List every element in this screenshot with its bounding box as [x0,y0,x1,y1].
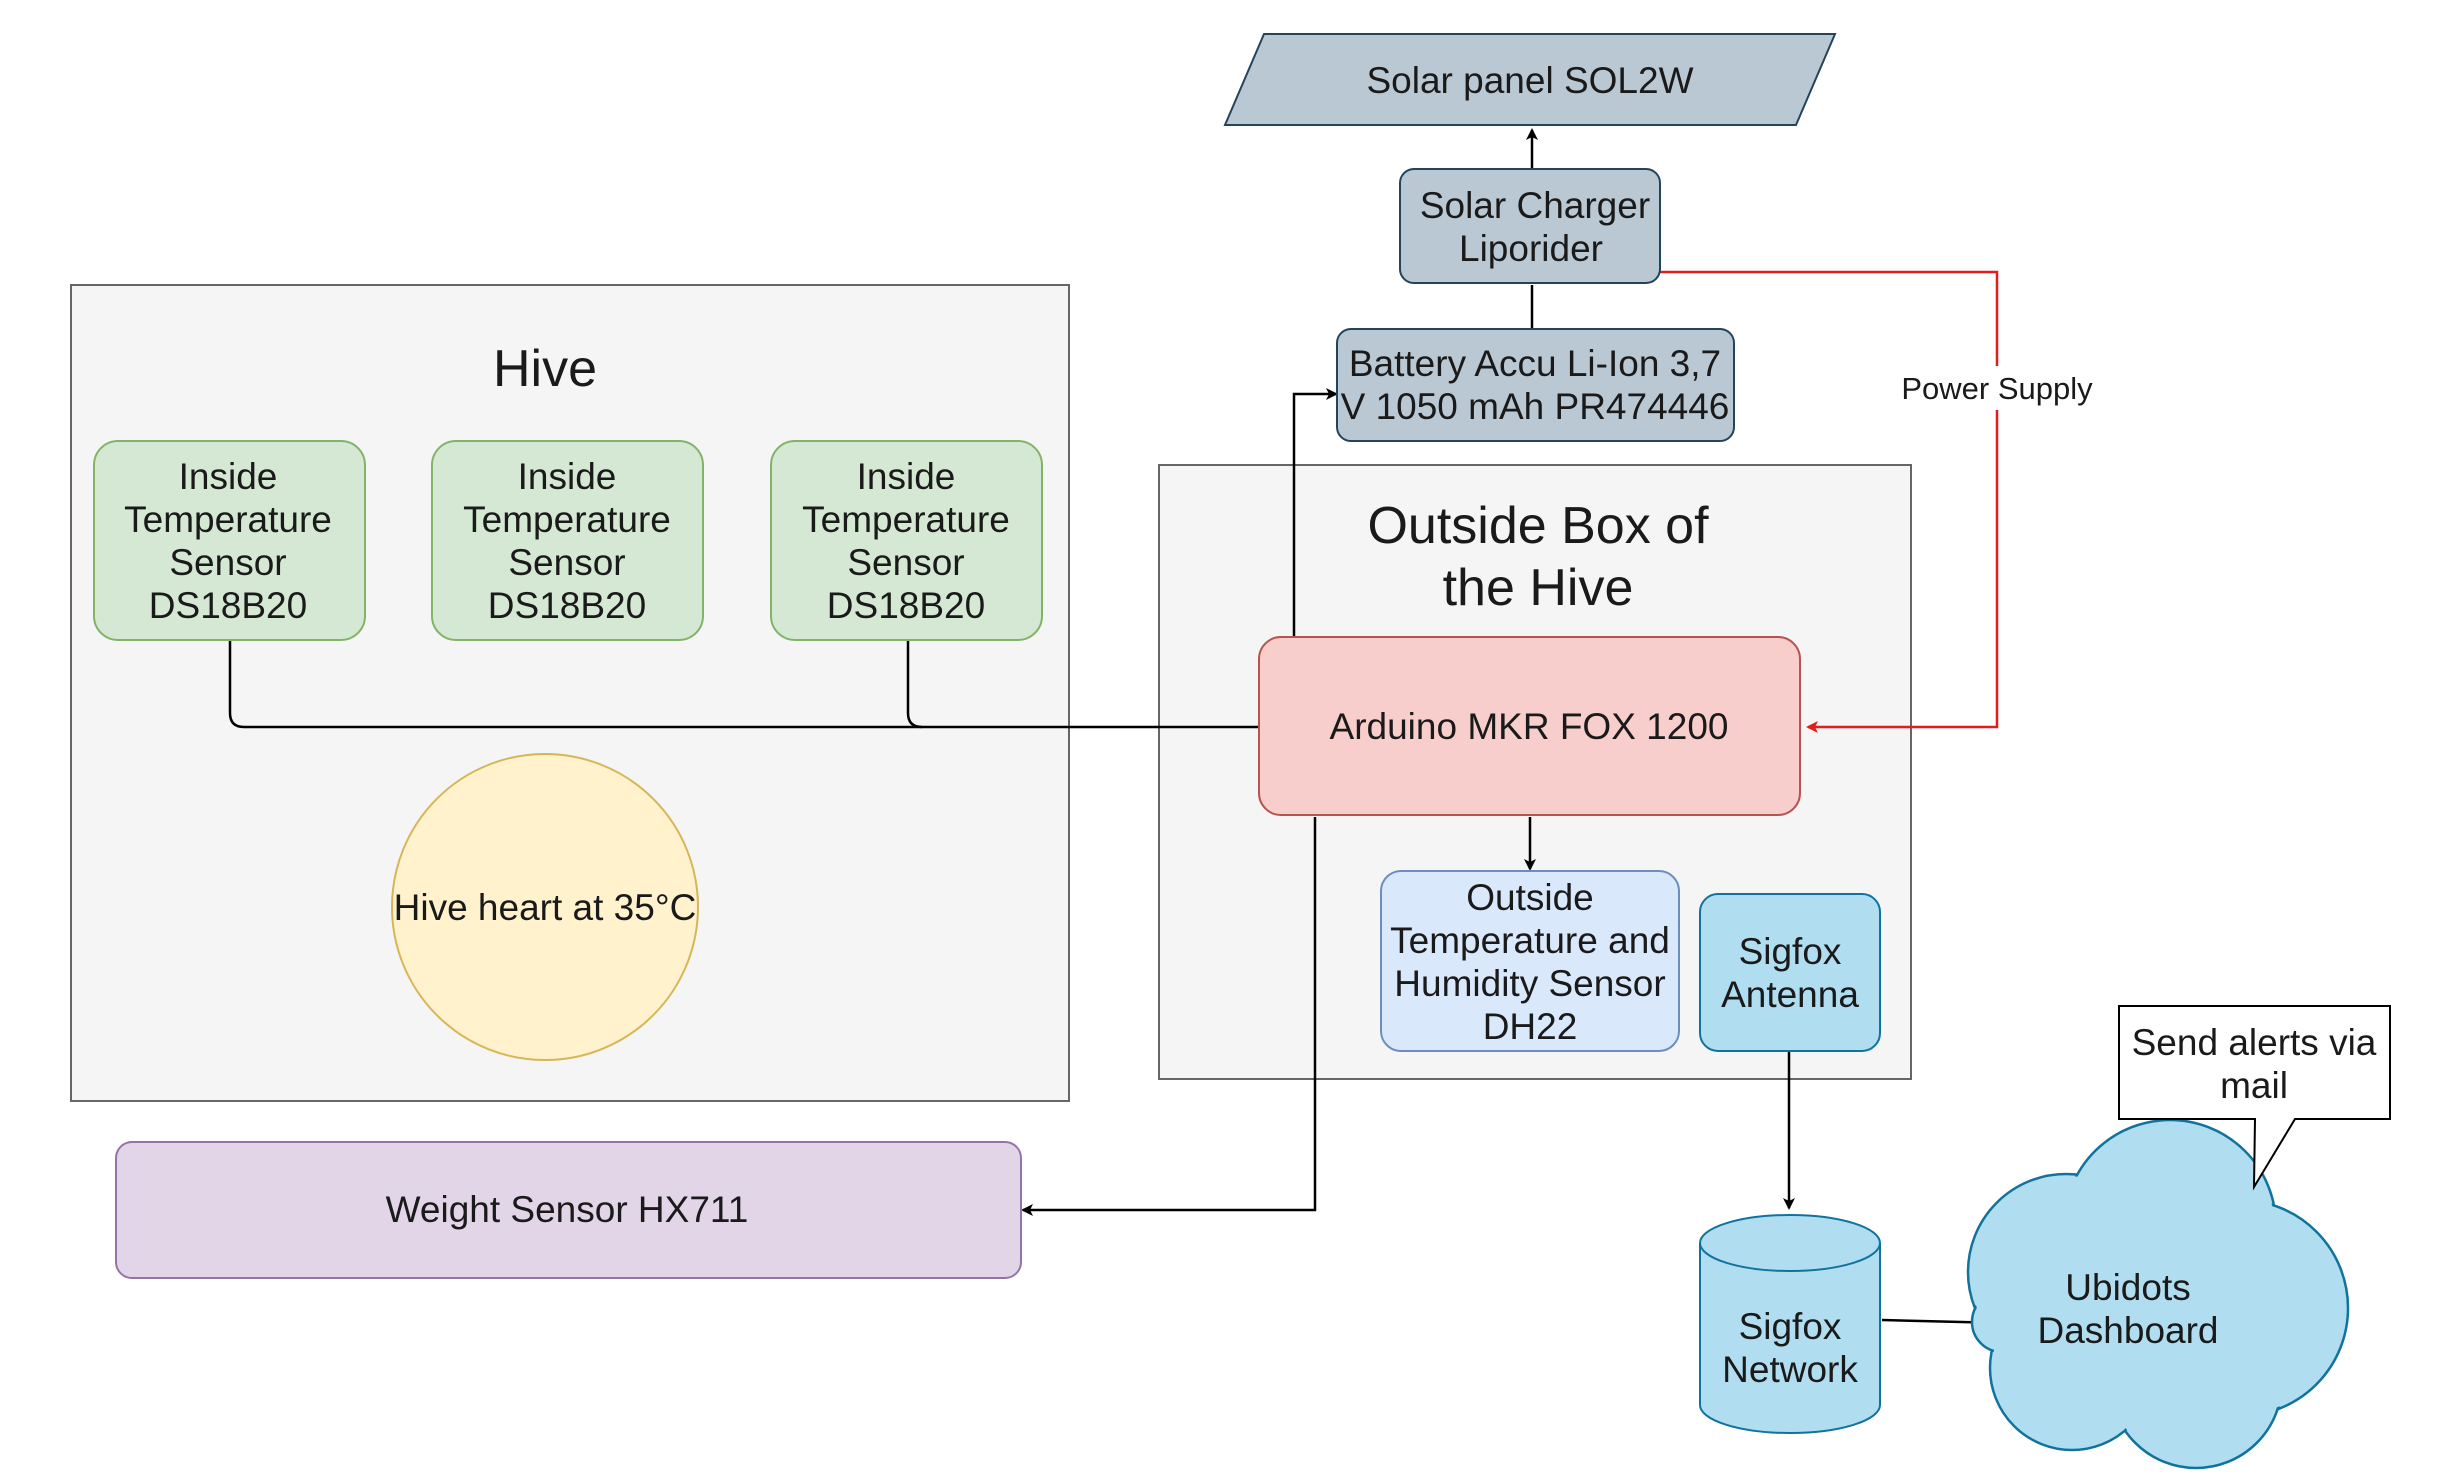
arduino-label: Arduino MKR FOX 1200 [1330,706,1729,747]
inside-sensor-1: Inside Temperature Sensor DS18B20 [93,440,366,641]
alerts-line-1: Send alerts via [2132,1022,2377,1063]
ubidots-line-1: Ubidots [2065,1267,2190,1308]
inside-sensor-2-line-1: Inside [518,456,617,497]
inside-sensor-1-line-4: DS18B20 [149,585,307,626]
outside-box-title-line-2: the Hive [1443,559,1634,617]
outside-box-title-line-1: Outside Box of [1367,497,1709,555]
outside-sensor-line-1: Outside [1466,877,1594,918]
inside-sensor-1-line-2: Temperature [124,499,332,540]
inside-sensor-3-line-1: Inside [857,456,956,497]
hive-heart: Hive heart at 35°C [391,753,699,1061]
sigfox-network-line-2: Network [1722,1349,1858,1390]
ubidots-dashboard: Ubidots Dashboard [1966,1118,2350,1470]
solar-charger-line-2: Liporider [1459,228,1603,269]
sigfox-antenna-line-1: Sigfox [1739,931,1842,972]
hive-title: Hive [493,340,597,398]
inside-sensor-3-line-3: Sensor [847,542,964,583]
solar-charger: Solar Charger Liporider [1399,168,1661,284]
sigfox-antenna: Sigfox Antenna [1699,893,1881,1052]
alerts-line-2: mail [2220,1065,2288,1106]
arduino: Arduino MKR FOX 1200 [1258,636,1801,816]
solar-panel-label: Solar panel SOL2W [1366,60,1693,101]
outside-sensor-line-3: Humidity Sensor [1394,963,1665,1004]
inside-sensor-3: Inside Temperature Sensor DS18B20 [770,440,1043,641]
ubidots-line-2: Dashboard [2037,1310,2218,1351]
solar-charger-line-1: Solar Charger [1420,185,1650,226]
battery: Battery Accu Li-Ion 3,7 V 1050 mAh PR474… [1336,328,1735,442]
power-supply-connector [1660,270,1999,733]
outside-sensor-line-4: DH22 [1483,1006,1578,1047]
sensor-3-to-arduino-connector [906,640,923,729]
weight-sensor: Weight Sensor HX711 [115,1141,1022,1279]
inside-sensor-2: Inside Temperature Sensor DS18B20 [431,440,704,641]
sensor-1-to-arduino-connector [228,640,1260,729]
inside-sensor-3-line-2: Temperature [802,499,1010,540]
inside-sensor-2-line-3: Sensor [508,542,625,583]
solar-panel: Solar panel SOL2W [1223,33,1837,126]
arduino-to-battery-connector [1292,388,1338,637]
inside-sensor-2-line-2: Temperature [463,499,671,540]
outside-sensor-line-2: Temperature and [1390,920,1670,961]
inside-sensor-1-line-1: Inside [179,456,278,497]
sigfox-network-line-1: Sigfox [1739,1306,1842,1347]
battery-line-2: V 1050 mAh PR474446 [1341,386,1730,427]
arduino-to-weight-sensor-connector [1021,817,1317,1216]
power-supply-label: Power Supply [1901,371,2093,406]
hive-heart-label: Hive heart at 35°C [394,887,697,928]
connectors [228,128,2004,1325]
inside-sensor-3-line-4: DS18B20 [827,585,985,626]
sigfox-antenna-line-2: Antenna [1721,974,1859,1015]
sigfox-network: Sigfox Network [1699,1214,1881,1434]
inside-sensor-2-line-4: DS18B20 [488,585,646,626]
battery-line-1: Battery Accu Li-Ion 3,7 [1349,343,1721,384]
weight-sensor-label: Weight Sensor HX711 [386,1189,749,1230]
outside-sensor: Outside Temperature and Humidity Sensor … [1380,870,1680,1052]
alerts-callout: Send alerts via mail [2118,1005,2391,1191]
inside-sensor-1-line-3: Sensor [169,542,286,583]
